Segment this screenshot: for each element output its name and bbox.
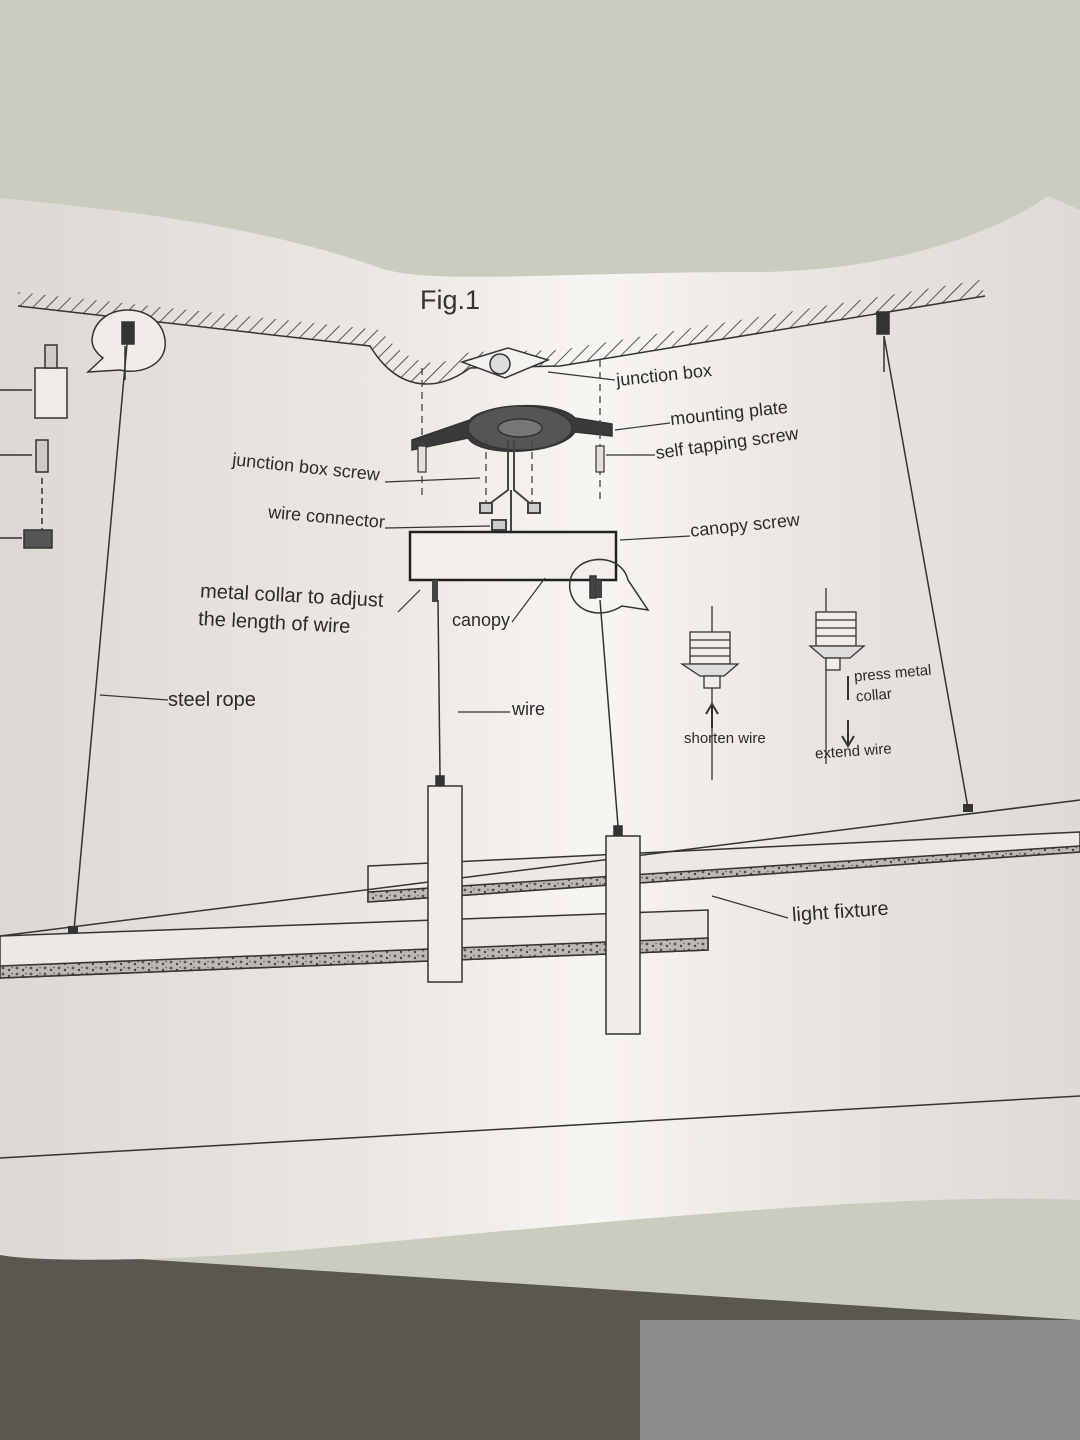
wire-connector-leader bbox=[384, 525, 491, 529]
junction-box-screw-leader bbox=[384, 477, 481, 483]
steel-rope-leader bbox=[99, 694, 169, 701]
mounting-plate-drawing bbox=[411, 404, 613, 452]
paper-sheet bbox=[0, 196, 1080, 1260]
junction-box-drawing bbox=[459, 347, 551, 379]
steel-rope-right bbox=[883, 335, 969, 809]
extend-wire-detail bbox=[808, 588, 866, 764]
junction-box-leader bbox=[547, 371, 616, 381]
self-tapping-screws bbox=[417, 445, 605, 473]
label-wire: wire bbox=[512, 699, 546, 719]
dashed-guides bbox=[421, 360, 601, 510]
label-press-metal-collar-line2: collar bbox=[855, 685, 893, 706]
light-fixture-drawing bbox=[0, 799, 1080, 979]
label-shorten-wire: shorten wire bbox=[684, 730, 766, 747]
canopy-drawing bbox=[408, 530, 618, 582]
shorten-wire-detail bbox=[679, 606, 740, 780]
right-anchor bbox=[876, 311, 890, 372]
canopy-leader bbox=[511, 577, 546, 623]
label-steel-rope: steel rope bbox=[168, 689, 256, 711]
wire-left bbox=[437, 599, 441, 777]
steel-rope-right-clip bbox=[963, 804, 973, 812]
mounting-plate-leader bbox=[614, 422, 671, 431]
steel-rope-left bbox=[73, 343, 128, 931]
steel-rope-left-clip bbox=[68, 926, 78, 934]
wire-right bbox=[599, 599, 619, 827]
light-fixture-leader bbox=[711, 895, 789, 919]
pendant-left bbox=[427, 775, 463, 983]
left-hardware-detail bbox=[0, 344, 68, 549]
label-canopy: canopy bbox=[452, 610, 511, 630]
canopy-collars bbox=[432, 580, 602, 602]
figure-title: Fig.1 bbox=[420, 285, 481, 315]
metal-collar-leader bbox=[397, 589, 421, 613]
floor-gray bbox=[640, 1320, 1080, 1440]
page-bottom-line bbox=[0, 1095, 1080, 1159]
pendant-right bbox=[605, 825, 641, 1035]
supply-wires bbox=[479, 440, 541, 535]
canopy-screw-leader bbox=[619, 535, 691, 541]
